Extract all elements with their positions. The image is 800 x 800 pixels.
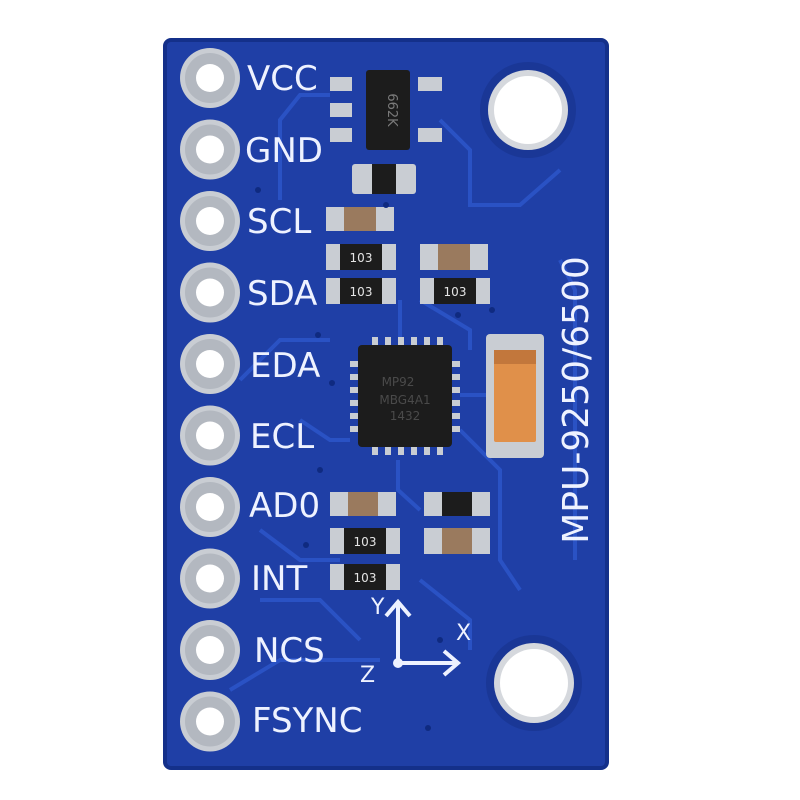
pin-pad-ecl — [180, 405, 240, 466]
pin-labels: VCC GND SCL SDA EDA ECL AD0 INT NCS FSYN… — [245, 59, 362, 741]
pin-pad-sda — [180, 262, 240, 323]
chip-pin — [350, 413, 358, 419]
axis-y-label: Y — [370, 595, 385, 620]
svg-text:103: 103 — [354, 571, 377, 585]
svg-text:103: 103 — [444, 285, 467, 299]
capacitor-lower-2 — [424, 492, 490, 516]
svg-text:103: 103 — [354, 535, 377, 549]
pin-label-ncs: NCS — [254, 631, 325, 671]
chip-marking-3: 1432 — [390, 409, 421, 423]
chip-pin — [350, 426, 358, 432]
mpu-chip: MP92 MBG4A1 1432 — [350, 337, 460, 455]
pin-label-eda: EDA — [250, 346, 320, 386]
chip-pin — [398, 337, 404, 345]
pin-label-ad0: AD0 — [249, 486, 320, 526]
chip-pin — [372, 337, 378, 345]
chip-pin — [411, 447, 417, 455]
pin-label-fsync: FSYNC — [252, 701, 362, 741]
pin-pad-scl — [180, 191, 240, 251]
chip-pin — [372, 447, 378, 455]
axis-z-label: Z — [360, 663, 375, 688]
resistor-4: 103 — [330, 528, 400, 554]
chip-pin — [452, 361, 460, 367]
pin-header — [180, 48, 240, 752]
pin-pad-ncs — [180, 620, 240, 680]
pin-pad-ad0 — [180, 477, 240, 537]
pin-pad-vcc — [180, 48, 240, 108]
svg-text:103: 103 — [350, 285, 373, 299]
chip-pin — [350, 374, 358, 380]
chip-pin — [424, 337, 430, 345]
chip-pin — [411, 337, 417, 345]
chip-pin — [385, 447, 391, 455]
pin-label-vcc: VCC — [247, 59, 318, 99]
svg-text:103: 103 — [350, 251, 373, 265]
capacitor-top — [352, 164, 416, 194]
pin-pad-fsync — [180, 691, 240, 752]
chip-pin — [437, 447, 443, 455]
resistor-1: 103 — [326, 244, 396, 270]
chip-pin — [350, 387, 358, 393]
chip-pin — [350, 361, 358, 367]
chip-pin — [398, 447, 404, 455]
pin-label-gnd: GND — [245, 131, 323, 171]
mounting-hole-bottom — [486, 635, 582, 731]
chip-pin — [452, 400, 460, 406]
capacitor-right-1 — [420, 244, 488, 270]
model-label: MPU-9250/6500 — [556, 256, 597, 543]
vias — [255, 187, 495, 731]
voltage-regulator: 662K — [330, 70, 442, 150]
chip-pin — [437, 337, 443, 345]
resistor-5: 103 — [330, 564, 400, 590]
resistor-2: 103 — [326, 278, 396, 304]
pcb-edge-shadow — [163, 38, 609, 770]
pin-pad-gnd — [180, 119, 240, 180]
pin-label-ecl: ECL — [250, 417, 314, 457]
capacitor-lower-1 — [330, 492, 396, 516]
chip-pin — [452, 374, 460, 380]
pin-label-sda: SDA — [247, 274, 317, 314]
chip-pin — [452, 426, 460, 432]
pin-pad-eda — [180, 334, 240, 394]
pin-label-scl: SCL — [247, 202, 311, 242]
chip-marking-2: MBG4A1 — [379, 393, 430, 407]
tantalum-capacitor — [486, 334, 544, 458]
capacitor-scl — [326, 207, 394, 231]
regulator-marking: 662K — [384, 93, 399, 127]
capacitor-lower-3 — [424, 528, 490, 554]
chip-marking-1: MP92 — [382, 375, 415, 389]
chip-pin — [452, 387, 460, 393]
pin-pad-int — [180, 548, 240, 609]
chip-pin — [385, 337, 391, 345]
chip-pin — [452, 413, 460, 419]
pin-label-int: INT — [251, 559, 307, 599]
mounting-hole-top — [480, 62, 576, 158]
axis-x-label: X — [456, 621, 471, 646]
resistor-3: 103 — [420, 278, 490, 304]
chip-pin — [350, 400, 358, 406]
chip-pin — [424, 447, 430, 455]
axis-indicator: Y X Z — [360, 595, 471, 688]
